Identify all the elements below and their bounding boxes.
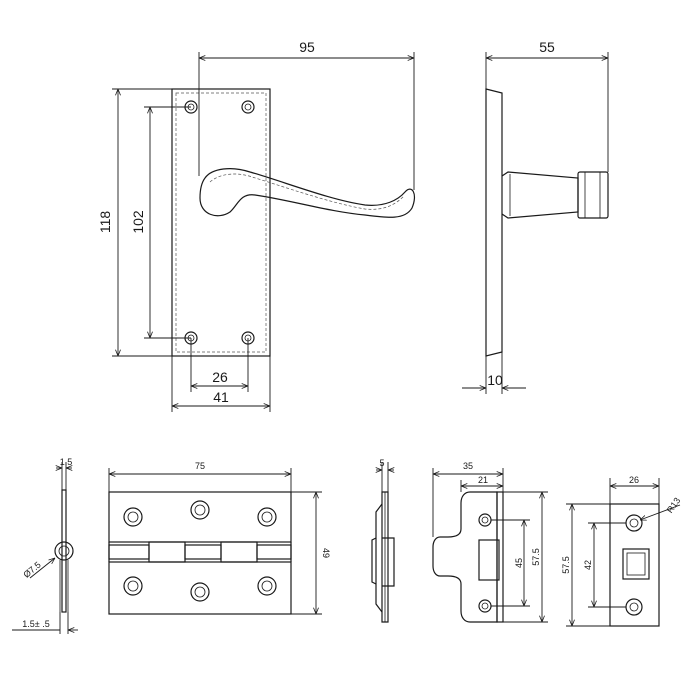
latch-plate-profile xyxy=(381,491,389,623)
keep-hole-spacing-label: 42 xyxy=(583,560,593,570)
strike-plate-lip xyxy=(496,491,504,623)
keep-height-label: 57.5 xyxy=(561,556,571,574)
backplate-inner xyxy=(175,92,267,353)
plate-width-label: 41 xyxy=(213,389,229,405)
handle-height-label: 118 xyxy=(97,211,113,234)
tolerance-label: 1.5± .5 xyxy=(22,619,49,629)
strike-inner-width-label: 21 xyxy=(478,475,488,485)
screw-hole xyxy=(478,513,492,527)
screw-hole xyxy=(257,507,277,527)
hinge-width-label: 49 xyxy=(321,548,331,558)
lever-handle xyxy=(199,168,416,218)
side-rose xyxy=(501,171,579,219)
strike-plate-view: 35 21 45 57.5 xyxy=(432,461,548,623)
screw-hole xyxy=(257,576,277,596)
keep-width-label: 26 xyxy=(629,475,639,485)
handle-front-view: 95 118 102 26 41 xyxy=(97,39,416,412)
screw-hole xyxy=(190,500,210,520)
screw-hole xyxy=(190,582,210,602)
screw-hole xyxy=(478,599,492,613)
handle-depth-label: 55 xyxy=(539,39,555,55)
screw-hole xyxy=(625,514,643,532)
screw-hole xyxy=(123,507,143,527)
screw-hole xyxy=(241,100,255,114)
handle-side-view: 55 10 xyxy=(462,39,609,394)
latch-thickness-label: 5 xyxy=(379,458,384,468)
strike-width-label: 35 xyxy=(463,461,473,471)
hinge-profile-view: 1.5 Ø7.5 1.5± .5 xyxy=(12,457,78,634)
latch-side-view: 5 xyxy=(371,458,395,623)
strike-latch-opening xyxy=(478,539,500,581)
plate-thickness-label: 10 xyxy=(487,372,503,388)
side-lever-end xyxy=(577,171,609,219)
lever-inner-line xyxy=(209,173,405,210)
hinge-pin xyxy=(54,541,74,561)
strike-hole-spacing-label: 45 xyxy=(514,558,524,568)
leaf-thickness-label: 1.5 xyxy=(60,457,73,467)
hinge-front-view: 75 49 xyxy=(108,461,331,615)
handle-width-label: 95 xyxy=(299,39,315,55)
hole-vertical-label: 102 xyxy=(130,210,146,234)
hinge-bottom-leaf xyxy=(108,561,292,615)
strike-plate-outline xyxy=(432,491,498,623)
hinge-top-leaf xyxy=(108,491,292,543)
hole-horizontal-label: 26 xyxy=(212,369,228,385)
hinge-length-label: 75 xyxy=(195,461,205,471)
screw-hole xyxy=(123,576,143,596)
keep-opening xyxy=(622,548,650,580)
screw-hole xyxy=(625,598,643,616)
keep-outline xyxy=(609,503,660,627)
keep-view: 26 R13 57.5 42 xyxy=(561,475,682,627)
backplate xyxy=(171,88,271,357)
strike-height-label: 57.5 xyxy=(531,548,541,566)
side-backplate xyxy=(485,88,503,357)
